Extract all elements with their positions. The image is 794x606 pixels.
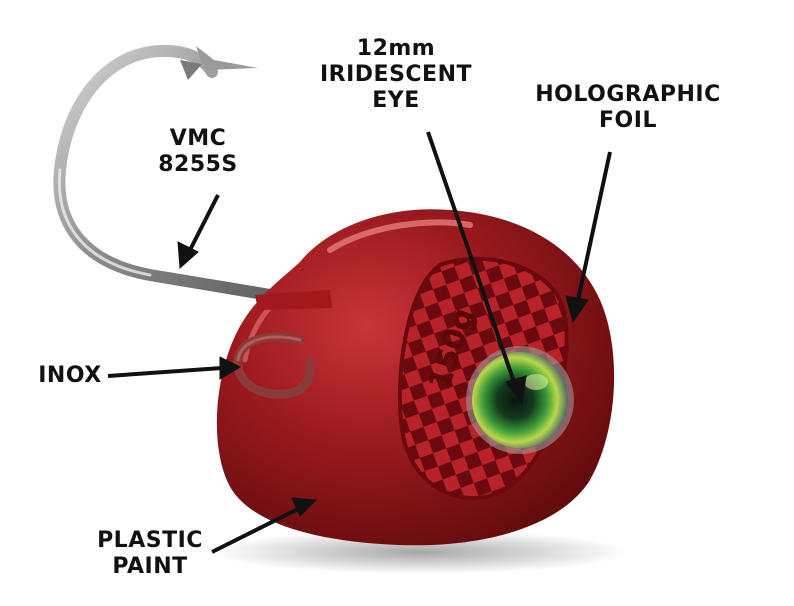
paint-callout-line-1: PLASTIC: [97, 528, 203, 553]
fishing-hook-icon: [53, 44, 306, 306]
inox-callout-arrow: [107, 366, 223, 378]
foil-callout-label: HOLOGRAPHIC FOIL: [510, 82, 746, 134]
paint-callout-label: PLASTIC PAINT: [88, 528, 212, 580]
hook-callout-label: VMC 8255S: [140, 126, 256, 178]
inox-callout-label: INOX: [30, 363, 110, 389]
callout-arrows: [107, 131, 612, 554]
eye-callout-label: 12mm IRIDESCENT EYE: [300, 36, 492, 114]
paint-callout-arrow: [211, 506, 301, 554]
stainless-ring-icon: [233, 332, 315, 399]
foil-callout-line-2: FOIL: [599, 108, 657, 133]
foil-callout-arrow: [576, 151, 612, 301]
hook-callout-line-2: 8255S: [158, 152, 238, 177]
eye-callout-line-1: 12mm: [356, 36, 436, 61]
paint-callout-line-2: PAINT: [112, 554, 188, 579]
inox-callout-line-1: INOX: [38, 363, 102, 388]
hook-callout-line-1: VMC: [169, 126, 227, 151]
eye-callout-line-2: IRIDESCENT: [319, 62, 473, 87]
eye-callout-line-3: EYE: [372, 88, 420, 113]
ground-shadow: [210, 530, 630, 574]
eye-callout-arrow: [426, 131, 517, 386]
foil-callout-line-1: HOLOGRAPHIC: [535, 82, 721, 107]
hook-callout-arrow: [188, 194, 220, 251]
